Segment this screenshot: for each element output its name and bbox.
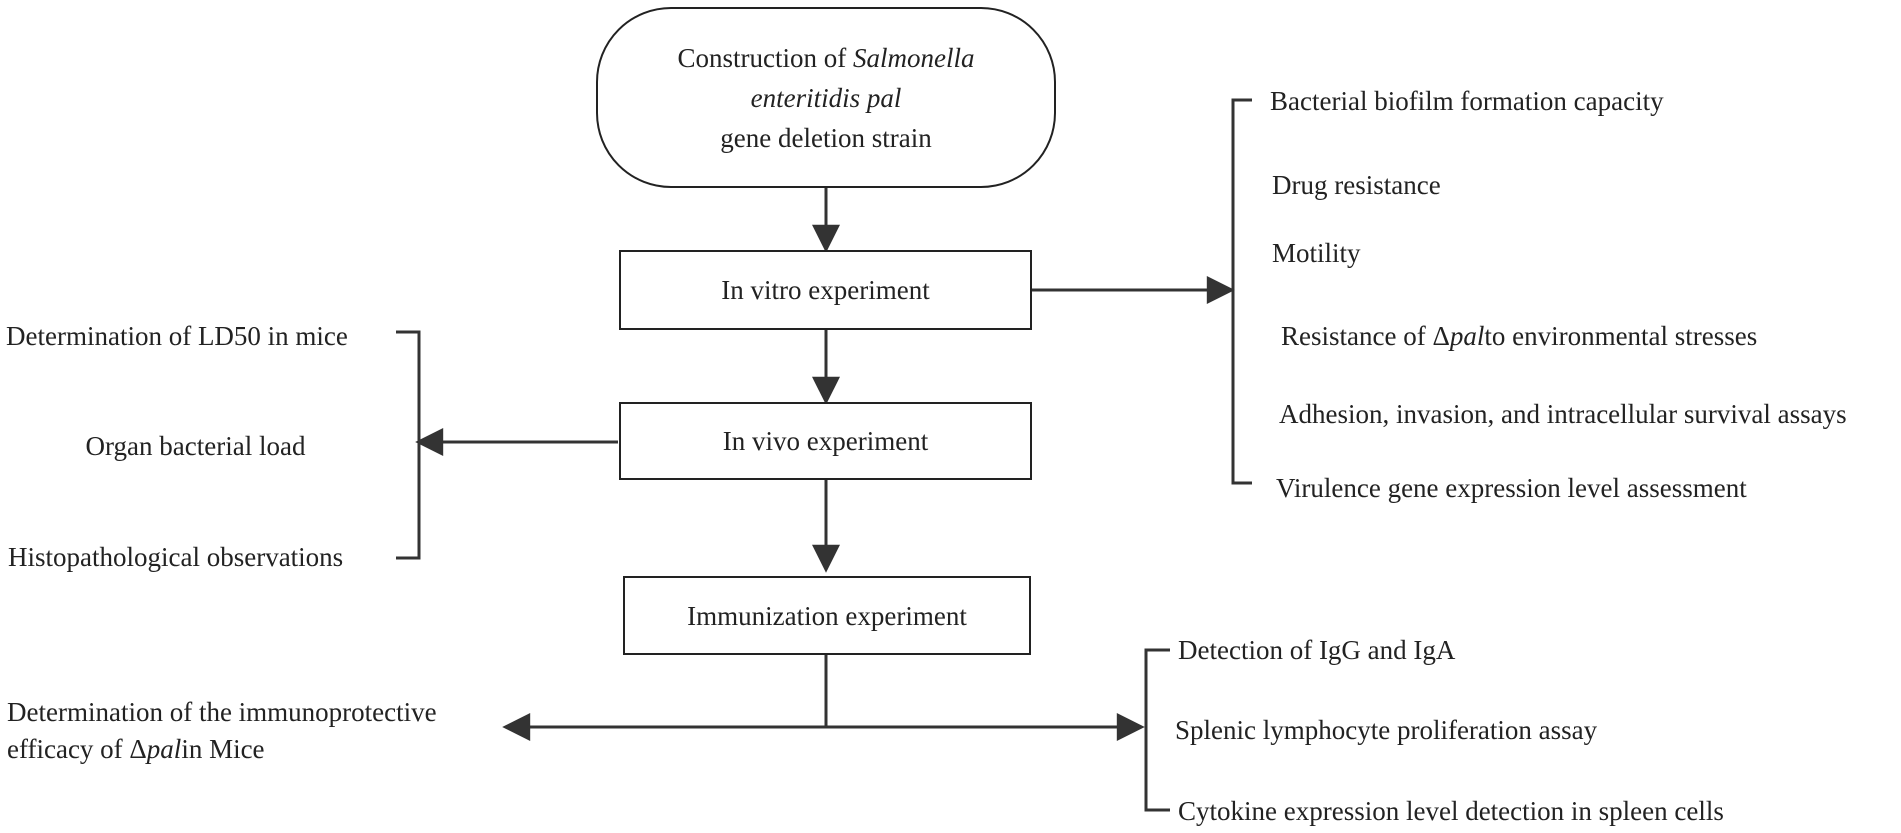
outcome-histopathology: Histopathological observations bbox=[8, 542, 344, 572]
outcome-virulence-gene: Virulence gene expression level assessme… bbox=[1276, 473, 1747, 503]
start-node: Construction of Salmonella enteritidis p… bbox=[596, 7, 1056, 188]
immunization-box: Immunization experiment bbox=[623, 576, 1031, 655]
bracket-invitro-outcomes bbox=[1231, 98, 1252, 485]
immunization-label: Immunization experiment bbox=[687, 600, 967, 631]
bracket-invivo-outcomes bbox=[396, 330, 421, 560]
bracket-immune-outcomes bbox=[1144, 648, 1170, 812]
outcome-stress-resistance: Resistance of Δpalto environmental stres… bbox=[1281, 321, 1758, 351]
outcome-adhesion-invasion: Adhesion, invasion, and intracellular su… bbox=[1279, 399, 1847, 429]
start-line-1: Construction of Salmonella bbox=[677, 42, 975, 73]
in-vivo-label: In vivo experiment bbox=[722, 426, 929, 456]
immunoprotective-line-2: efficacy of Δpalin Mice bbox=[7, 734, 265, 764]
in-vitro-label: In vitro experiment bbox=[721, 275, 930, 305]
in-vivo-box: In vivo experiment bbox=[619, 402, 1032, 480]
in-vitro-box: In vitro experiment bbox=[619, 250, 1032, 330]
outcome-ld50: Determination of LD50 in mice bbox=[6, 321, 348, 351]
outcome-lymphocyte-proliferation: Splenic lymphocyte proliferation assay bbox=[1175, 715, 1598, 745]
outcome-motility: Motility bbox=[1272, 238, 1361, 268]
outcome-igg-iga: Detection of IgG and IgA bbox=[1178, 635, 1456, 665]
outcome-biofilm: Bacterial biofilm formation capacity bbox=[1270, 86, 1664, 116]
start-line-2: enteritidis pal bbox=[750, 82, 902, 113]
outcome-organ-load: Organ bacterial load bbox=[85, 431, 306, 461]
start-line-3: gene deletion strain bbox=[720, 122, 932, 153]
outcome-drug-resistance: Drug resistance bbox=[1272, 170, 1441, 200]
immunoprotective-line-1: Determination of the immunoprotective bbox=[7, 697, 437, 727]
outcome-cytokine-expression: Cytokine expression level detection in s… bbox=[1178, 796, 1724, 826]
